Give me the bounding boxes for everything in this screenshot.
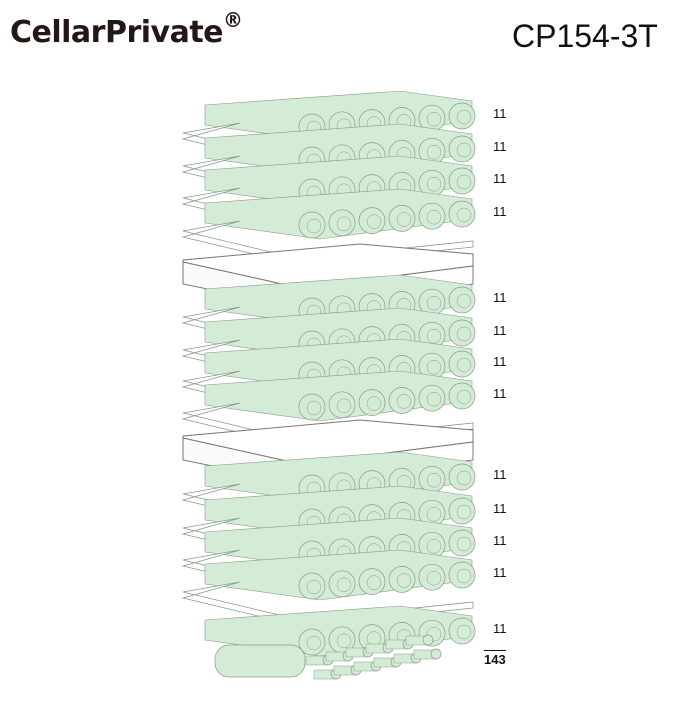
row-capacity-label: 11 <box>493 106 507 121</box>
bottle-punt <box>366 214 382 229</box>
row-capacity-label: 11 <box>493 467 507 482</box>
brand-logo: CellarPrivate® <box>10 8 243 50</box>
bottle-punt <box>336 577 352 593</box>
row-capacity-label: 11 <box>493 204 507 219</box>
bottle-punt <box>396 394 412 409</box>
row-capacity-label: 11 <box>493 354 507 369</box>
bottle-punt <box>336 633 352 649</box>
bottle-punt <box>366 396 382 411</box>
bottle-punt <box>426 359 442 375</box>
bottle-punt <box>456 326 472 342</box>
bottle-punt <box>456 357 472 373</box>
bottle-punt <box>426 176 442 192</box>
bottle-punt <box>426 570 442 586</box>
bottle-punt <box>396 573 412 588</box>
row-capacity-label: 11 <box>493 533 507 548</box>
bottle-punt <box>456 207 472 223</box>
bottle-punt <box>306 400 322 416</box>
bottle-punt <box>336 216 352 232</box>
bottle-punt <box>396 212 412 227</box>
bottle-punt <box>336 398 352 414</box>
bottle-punt <box>306 579 322 595</box>
bottle-punt <box>426 328 442 344</box>
bottle-punt <box>426 209 442 225</box>
bottle-punt <box>456 142 472 158</box>
bottle-punt <box>306 218 322 234</box>
row-capacity-label: 11 <box>493 386 507 401</box>
bottle-punt <box>426 111 442 127</box>
bottle-punt <box>456 293 472 309</box>
bottle-punt <box>456 470 472 486</box>
row-capacity-label: 11 <box>493 139 507 154</box>
model-number: CP154-3T <box>512 18 658 54</box>
bottle-punt <box>426 144 442 160</box>
bottom-bottle <box>214 644 306 678</box>
bottle-punt <box>456 389 472 405</box>
bottle-punt <box>456 504 472 520</box>
registered-mark: ® <box>223 8 243 32</box>
bottle-punt <box>426 538 442 554</box>
bottle-punt <box>366 575 382 590</box>
bottle-punt <box>456 568 472 584</box>
bottle-punt <box>426 626 442 642</box>
row-capacity-label: 11 <box>493 290 507 305</box>
bottle-cap <box>422 634 434 646</box>
row-capacity-label: 11 <box>493 565 507 580</box>
bottle-punt <box>426 472 442 488</box>
bottle-punt <box>426 295 442 311</box>
row-capacity-label: 11 <box>493 323 507 338</box>
bottle-punt <box>456 624 472 640</box>
bottle-punt <box>456 109 472 125</box>
brand-name: CellarPrivate <box>10 15 224 50</box>
bottle-cap <box>430 648 442 660</box>
row-capacity-label: 11 <box>493 171 507 186</box>
total-capacity: 143 <box>484 650 506 667</box>
bottle-punt <box>426 391 442 407</box>
bottle-punt <box>306 635 322 651</box>
row-capacity-label: 11 <box>493 621 507 636</box>
bottle-punt <box>456 536 472 552</box>
row-capacity-label: 11 <box>493 501 507 516</box>
bottle-punt <box>426 506 442 522</box>
bottle-punt <box>456 174 472 190</box>
